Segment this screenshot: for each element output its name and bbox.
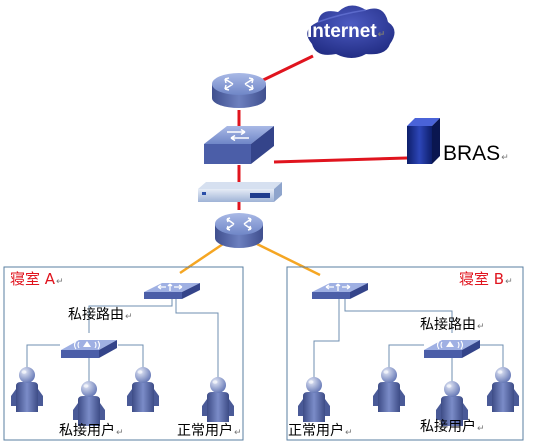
router-icon bbox=[215, 213, 263, 248]
private-router-a-label: 私接路由↵ bbox=[68, 307, 133, 323]
wan-links bbox=[237, 54, 408, 210]
user-icon bbox=[127, 367, 159, 412]
lan-links bbox=[26, 298, 504, 382]
dorm-b-switch-icon bbox=[311, 282, 369, 300]
user-icon bbox=[11, 367, 43, 412]
switch-icon bbox=[204, 126, 274, 164]
user-icon bbox=[298, 377, 330, 422]
wireless-router-icon bbox=[60, 339, 118, 359]
bras-link bbox=[273, 156, 408, 164]
internet-label: Internet↵ bbox=[307, 21, 386, 42]
core-router-icon bbox=[212, 73, 266, 108]
gateway-appliance-icon bbox=[198, 182, 282, 202]
dorm-a-frame bbox=[3, 266, 244, 441]
user-icon bbox=[487, 367, 519, 412]
dorm-a-label: 寝室 A↵ bbox=[10, 270, 64, 288]
bras-label: BRAS↵ bbox=[443, 142, 509, 165]
dorm-a-switch-icon bbox=[143, 282, 201, 300]
server-icon bbox=[407, 118, 440, 164]
cloud-icon bbox=[307, 5, 395, 59]
dorm-uplinks bbox=[179, 242, 321, 277]
user-icon bbox=[202, 377, 234, 422]
dorm-b-uplink bbox=[256, 242, 321, 277]
wireless-router-icon bbox=[423, 339, 481, 359]
user-icon bbox=[373, 367, 405, 412]
user-icon bbox=[73, 381, 105, 426]
dorm-b-label: 寝室 B↵ bbox=[459, 270, 513, 288]
private-router-b-label: 私接路由↵ bbox=[420, 317, 485, 333]
private-users-a-label: 私接用户↵ bbox=[59, 423, 124, 439]
dorm-a-uplink bbox=[179, 242, 224, 275]
dorm-b-frame bbox=[286, 266, 524, 441]
internet-link bbox=[254, 54, 314, 86]
normal-user-b-label: 正常用户↵ bbox=[288, 423, 353, 439]
normal-user-a-label: 正常用户↵ bbox=[177, 423, 242, 439]
private-users-b-label: 私接用户↵ bbox=[420, 419, 485, 435]
